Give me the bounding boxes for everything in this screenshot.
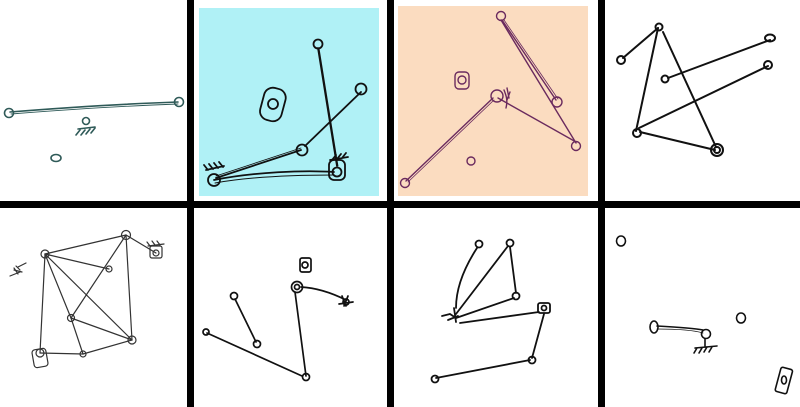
mechanism-sketch-6: [202, 257, 354, 382]
sketch-panel-7: [394, 208, 598, 407]
sketch-panel-8: [605, 208, 800, 407]
sketch-panel-3: [394, 0, 598, 201]
sketch-panel-1: [0, 0, 187, 201]
sketch-panel-4: [605, 0, 800, 201]
grid-divider-horizontal: [0, 201, 800, 208]
sketch-panel-6: [194, 208, 387, 407]
sketch-panel-5: [0, 208, 187, 407]
mechanism-sketch-5: [9, 229, 165, 369]
mechanism-sketch-8: [615, 235, 794, 395]
mechanism-sketch-2: [199, 8, 379, 196]
mechanism-sketch-7: [430, 238, 551, 384]
mechanism-sketch-3: [398, 6, 588, 196]
grid-divider-vertical-3: [598, 0, 605, 407]
grid-divider-vertical-1: [187, 0, 194, 407]
grid-divider-vertical-2: [387, 0, 394, 407]
sketch-panel-2: [194, 0, 387, 201]
mechanism-sketch-1: [3, 96, 185, 163]
mechanism-sketch-4: [616, 22, 776, 157]
